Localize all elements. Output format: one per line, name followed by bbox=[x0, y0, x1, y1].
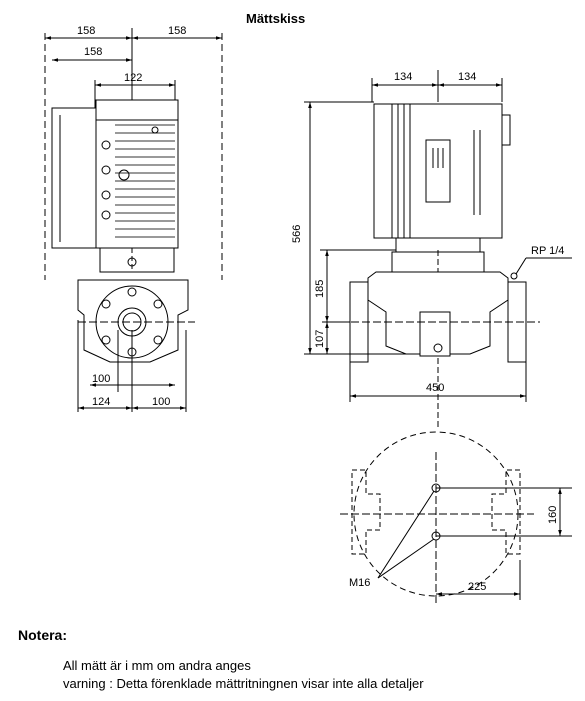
note-line-1: All mätt är i mm om andra anges bbox=[63, 658, 251, 673]
drawing-title: Mättskiss bbox=[246, 11, 306, 26]
side-dim-base-left-label: 124 bbox=[92, 396, 110, 408]
plan-dim-spacing-label: 160 bbox=[547, 506, 559, 524]
front-dim-width-label: 450 bbox=[426, 382, 444, 394]
pump-housing bbox=[77, 279, 189, 363]
plan-view bbox=[340, 431, 572, 604]
side-dim-top-left-label: 158 bbox=[77, 25, 95, 37]
front-dim-top-left-label: 134 bbox=[394, 71, 412, 83]
side-dim-top-right-label: 158 bbox=[168, 25, 186, 37]
side-view bbox=[44, 28, 223, 412]
side-dim-port-label: 100 bbox=[92, 373, 110, 385]
side-dim-motor-label: 122 bbox=[124, 72, 142, 84]
front-dim-top-right-label: 134 bbox=[458, 71, 476, 83]
motor-body bbox=[95, 99, 179, 249]
front-motor-body bbox=[373, 103, 503, 239]
terminal-box bbox=[51, 107, 97, 249]
front-dim-height-low-label: 107 bbox=[314, 330, 326, 348]
front-port-label: RP 1/4 bbox=[531, 245, 564, 257]
side-dim-second-label: 158 bbox=[84, 46, 102, 58]
plan-bolt-label: M16 bbox=[349, 577, 370, 589]
control-panel bbox=[425, 139, 451, 203]
plan-dim-offset-label: 225 bbox=[468, 581, 486, 593]
note-line-2: varning : Detta förenklade mättritningne… bbox=[63, 676, 424, 691]
front-dim-height-mid-label: 185 bbox=[314, 280, 326, 298]
front-view bbox=[304, 70, 572, 430]
side-dim-base-right-label: 100 bbox=[152, 396, 170, 408]
notes-heading: Notera: bbox=[18, 627, 68, 643]
front-dim-height-total-label: 566 bbox=[291, 225, 303, 243]
